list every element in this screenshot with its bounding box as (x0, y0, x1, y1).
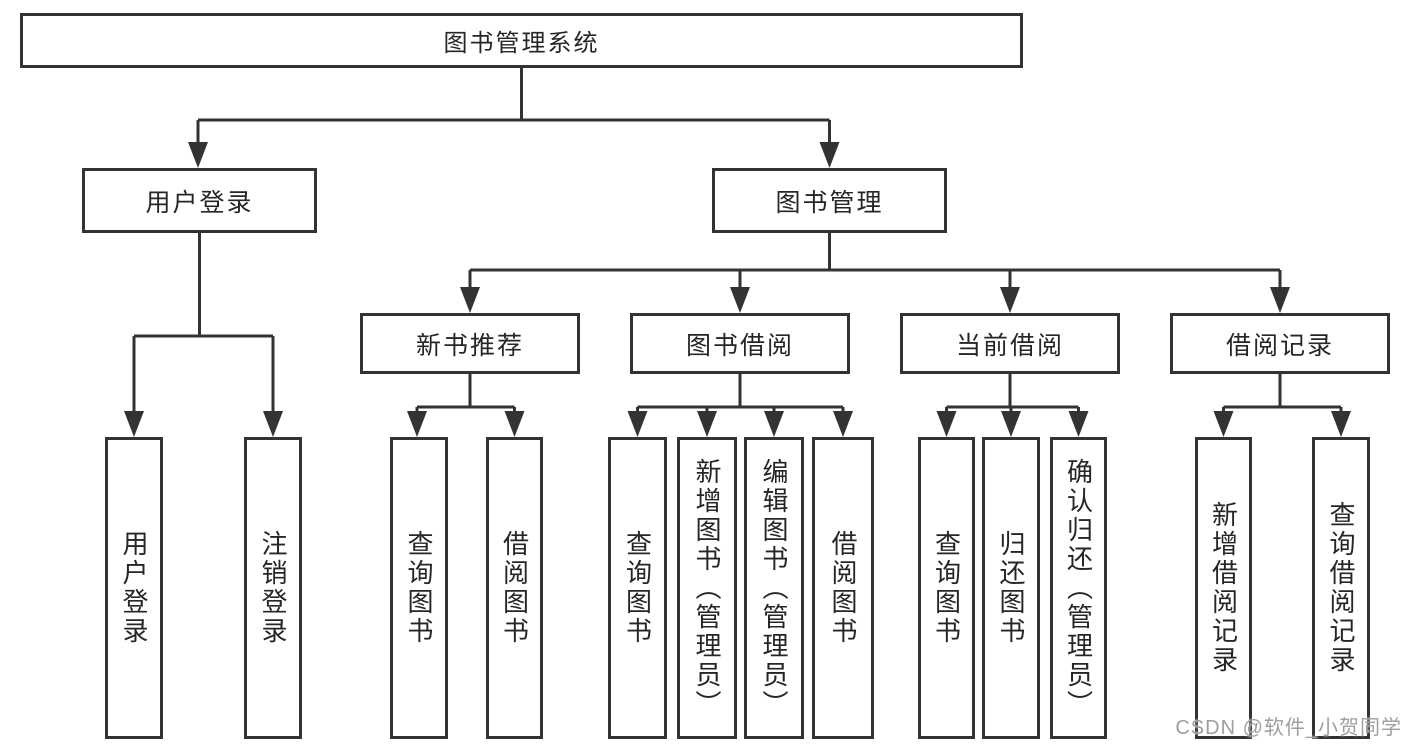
node-root-system: 图书管理系统 (20, 13, 1023, 68)
leaf-label: 注销登录 (258, 530, 288, 646)
node-borrow-records: 借阅记录 (1170, 313, 1390, 374)
connector-login-to-leaves (132, 233, 275, 413)
connector-borrow-to-leaves (636, 374, 845, 413)
leaf-query-book-1: 查询图书 (390, 437, 448, 739)
leaf-label: 查询借阅记录 (1326, 501, 1356, 675)
arrowheads (124, 142, 1351, 437)
connector-root-to-level2 (196, 68, 831, 144)
connector-records-to-leaves (1222, 374, 1343, 413)
node-label: 借阅记录 (1225, 331, 1334, 360)
leaf-edit-book-admin: 编辑图书（管理员） (744, 437, 804, 739)
leaf-user-login: 用户登录 (105, 437, 163, 739)
leaf-label: 用户登录 (119, 530, 149, 646)
node-label: 新书推荐 (415, 331, 524, 360)
leaf-confirm-return-admin: 确认归还（管理员） (1050, 437, 1107, 739)
leaf-label: 新增借阅记录 (1208, 501, 1239, 675)
csdn-watermark: CSDN @软件_小贺同学 (1175, 717, 1402, 739)
node-label: 用户登录 (145, 188, 254, 217)
node-new-book-recommend: 新书推荐 (360, 313, 580, 374)
leaf-query-book-3: 查询图书 (918, 437, 975, 739)
node-label: 图书管理 (775, 188, 884, 217)
leaf-borrow-book-1: 借阅图书 (486, 437, 543, 739)
leaf-return-book: 归还图书 (982, 437, 1040, 739)
leaf-logout: 注销登录 (244, 437, 302, 739)
leaf-label: 借阅图书 (828, 530, 858, 646)
connector-newbook-to-leaves (415, 374, 516, 413)
leaf-label: 查询图书 (931, 530, 962, 646)
leaf-query-borrow-record: 查询借阅记录 (1312, 437, 1370, 739)
node-book-borrow: 图书借阅 (630, 313, 850, 374)
node-current-borrow: 当前借阅 (900, 313, 1120, 374)
leaf-label: 查询图书 (622, 530, 653, 646)
leaf-query-book-2: 查询图书 (608, 437, 667, 739)
leaf-label: 归还图书 (996, 530, 1026, 646)
leaf-label: 确认归还（管理员） (1063, 457, 1094, 719)
leaf-add-borrow-record: 新增借阅记录 (1195, 437, 1252, 739)
node-label: 当前借阅 (955, 331, 1064, 360)
leaf-label: 编辑图书（管理员） (759, 457, 789, 719)
node-label: 图书管理系统 (443, 30, 600, 57)
connector-current-to-leaves (945, 374, 1080, 413)
connector-manage-to-level3 (468, 233, 1282, 289)
leaf-label: 新增图书（管理员） (692, 457, 722, 719)
leaf-label: 借阅图书 (499, 530, 530, 646)
leaf-add-book-admin: 新增图书（管理员） (677, 437, 737, 739)
node-user-login: 用户登录 (82, 168, 317, 233)
node-book-manage: 图书管理 (712, 168, 947, 233)
leaf-label: 查询图书 (404, 530, 434, 646)
node-label: 图书借阅 (685, 331, 794, 360)
leaf-borrow-book-2: 借阅图书 (812, 437, 874, 739)
